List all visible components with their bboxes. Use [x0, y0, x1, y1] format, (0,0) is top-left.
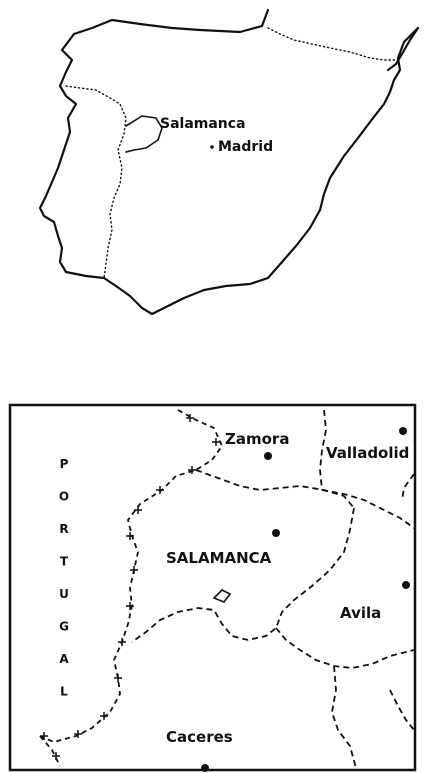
- label-valladolid: Valladolid: [326, 444, 409, 462]
- portugal-border-stub: [39, 735, 61, 767]
- portugal-letter: A: [59, 652, 69, 666]
- caceres-dot: [201, 764, 209, 772]
- portugal-letter: L: [60, 685, 68, 699]
- portugal-spain-border: [65, 85, 127, 279]
- portugal-letter: P: [60, 457, 69, 471]
- zamora-dot: [264, 452, 272, 460]
- valladolid-east-boundary: [401, 473, 415, 501]
- iberia-overview-map: Salamanca Madrid: [38, 8, 420, 316]
- portugal-letter: O: [59, 490, 69, 504]
- iberia-coastline: [38, 8, 420, 316]
- avila-caceres-boundary: [275, 627, 415, 669]
- south-boundary: [389, 689, 415, 731]
- label-portugal-vertical: P O R T U G A L: [59, 457, 69, 699]
- portugal-letter: G: [59, 620, 69, 634]
- portugal-letter: T: [60, 555, 69, 569]
- label-avila: Avila: [340, 604, 381, 622]
- border-cross-marks: [40, 414, 220, 760]
- france-spain-border: [267, 27, 399, 61]
- salamanca-province-outline: [125, 115, 163, 153]
- label-madrid: Madrid: [218, 139, 273, 155]
- portugal-letter: R: [59, 522, 68, 536]
- portugal-letter: U: [59, 587, 69, 601]
- salamanca-avila-boundary: [131, 507, 355, 643]
- salamanca-detail-map: Zamora Valladolid SALAMANCA Avila Cacere…: [8, 403, 417, 772]
- pyrenees-coast: [386, 26, 420, 72]
- madrid-dot: [210, 145, 214, 149]
- valladolid-avila-boundary: [321, 489, 415, 529]
- valladolid-dot: [399, 427, 407, 435]
- salamanca-dot: [272, 529, 280, 537]
- label-salamanca-overview: Salamanca: [160, 116, 246, 132]
- zamora-valladolid-boundary: [319, 409, 327, 491]
- label-zamora: Zamora: [225, 430, 289, 448]
- label-salamanca-detail: SALAMANCA: [166, 549, 272, 567]
- caceres-east-boundary: [331, 665, 357, 769]
- study-site-marker: [212, 589, 232, 603]
- map-frame: [8, 403, 417, 772]
- avila-dot: [402, 581, 410, 589]
- label-caceres: Caceres: [166, 728, 233, 746]
- zamora-salamanca-boundary: [195, 469, 355, 509]
